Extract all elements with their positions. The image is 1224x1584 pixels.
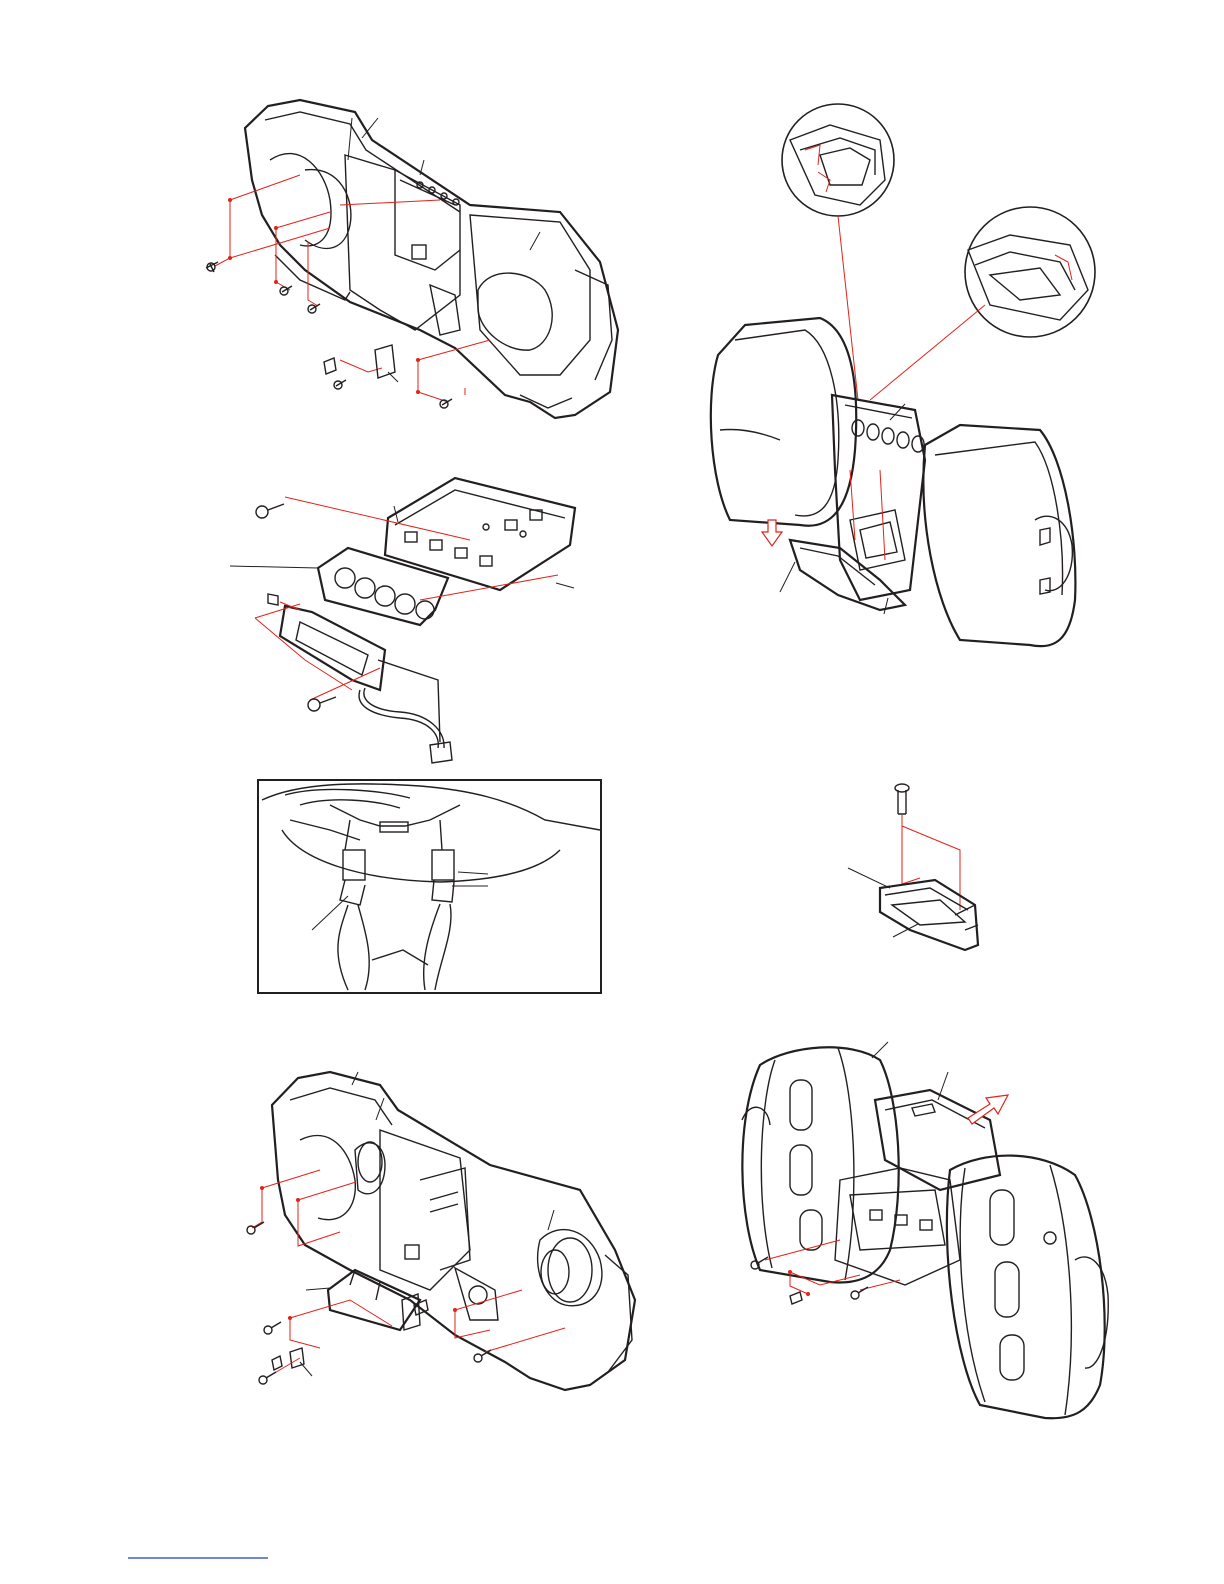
screw-icon (259, 1372, 276, 1384)
screw-icon (308, 304, 320, 313)
screw-icon (280, 286, 292, 295)
screw-icon (334, 380, 346, 389)
screw-icon (851, 1287, 868, 1299)
screw-icon (308, 697, 336, 711)
screw-icon (256, 504, 284, 518)
fig-3-speaker-connectors-closeup (258, 780, 601, 993)
screw-icon (895, 784, 909, 814)
screw-icon (247, 1222, 264, 1234)
fig-6-small-bracket (848, 784, 978, 950)
fig-2-front-panel-board (230, 478, 575, 763)
fig-7-rear-cover-removal (742, 1042, 1108, 1418)
screw-icon (264, 1322, 281, 1334)
fig-5-front-door-removal (711, 104, 1095, 646)
screw-icon (790, 1292, 802, 1304)
fig-1-cabinet-rear (206, 100, 618, 418)
fig-4-cabinet-with-speakers (247, 1072, 635, 1390)
screw-icon (474, 1350, 491, 1362)
screw-icon (440, 399, 452, 408)
screw-icon (206, 262, 218, 272)
